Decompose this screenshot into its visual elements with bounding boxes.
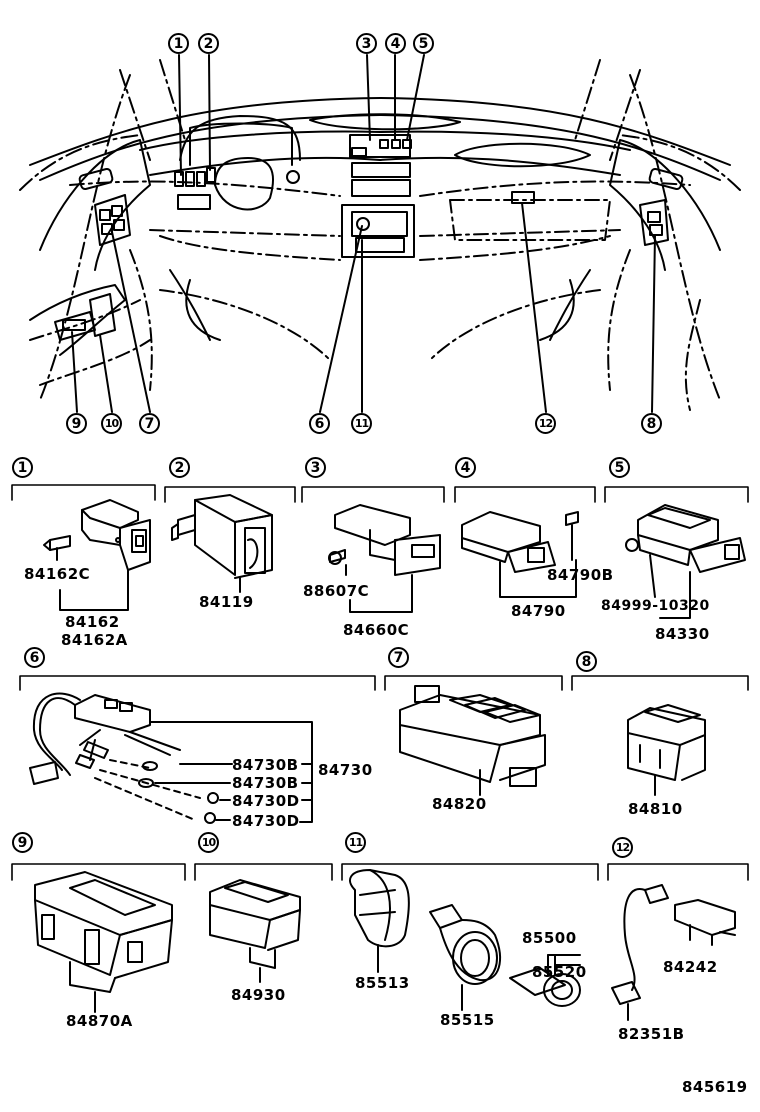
section-1-label: 1 [12,457,33,478]
callout-7-bottom: 7 [139,413,160,434]
part-84119-switch [171,494,273,593]
part-number-84330: 84330 [655,625,710,643]
part-84330-switch [625,504,746,619]
part-number-85500: 85500 [522,929,577,947]
part-number-84790: 84790 [511,602,566,620]
part-number-85513: 85513 [355,974,410,992]
section-5-label: 5 [609,457,630,478]
part-number-84119: 84119 [199,593,254,611]
part-number-84930: 84930 [231,986,286,1004]
part-number-88607c: 88607C [303,582,370,600]
part-84930-switch [209,879,301,983]
section-3-label: 3 [305,457,326,478]
part-85500-cigarette-lighter [349,869,581,1011]
part-number-84730: 84730 [318,761,373,779]
callout-1-top: 1 [168,33,189,54]
section-12-label: 12 [612,837,633,858]
part-84730-socket-harness [29,692,313,824]
part-84870a-switch [34,871,173,1013]
section-8-label: 8 [576,651,597,672]
part-number-85520: 85520 [532,963,587,981]
section-6-label: 6 [24,647,45,668]
part-number-84162a: 84162A [61,631,128,649]
callout-6-bottom: 6 [309,413,330,434]
section-10-label: 10 [198,832,219,853]
part-number-84162c: 84162C [24,565,91,583]
part-number-82351b: 82351B [618,1025,685,1043]
part-number-84660c: 84660C [343,621,410,639]
section-brackets [11,484,749,881]
part-number-84999-10320: 84999-10320 [601,598,710,614]
section-2-label: 2 [169,457,190,478]
callout-5-top: 5 [413,33,434,54]
section-4-label: 4 [455,457,476,478]
callout-3-top: 3 [356,33,377,54]
part-number-84730b-1: 84730B [232,756,299,774]
part-84820-master-switch [399,685,546,796]
part-84162-switch [43,499,151,611]
dashboard-overview [19,54,741,413]
part-number-84870a: 84870A [66,1012,133,1030]
callout-4-top: 4 [385,33,406,54]
part-84242-switch [611,884,736,1021]
callout-8-bottom: 8 [641,413,662,434]
callout-11-bottom: 11 [351,413,372,434]
part-84810-window-switch [627,704,706,796]
part-number-84820: 84820 [432,795,487,813]
section-11-label: 11 [345,832,366,853]
section-9-label: 9 [12,832,33,853]
callout-2-top: 2 [198,33,219,54]
part-number-84790b: 84790B [547,566,614,584]
callout-12-bottom: 12 [535,413,556,434]
callout-10-bottom: 10 [101,413,122,434]
callout-9-bottom: 9 [66,413,87,434]
part-84790-switch [461,511,579,598]
part-number-85515: 85515 [440,1011,495,1029]
part-number-84730b-2: 84730B [232,774,299,792]
part-number-84162: 84162 [65,613,120,631]
part-number-84810: 84810 [628,800,683,818]
part-number-84242: 84242 [663,958,718,976]
diagram-reference-number: 845619 [682,1078,748,1096]
section-7-label: 7 [388,647,409,668]
part-number-84730d-1: 84730D [232,792,300,810]
part-number-84730d-2: 84730D [232,812,300,830]
part-84660c-switch [328,504,441,613]
